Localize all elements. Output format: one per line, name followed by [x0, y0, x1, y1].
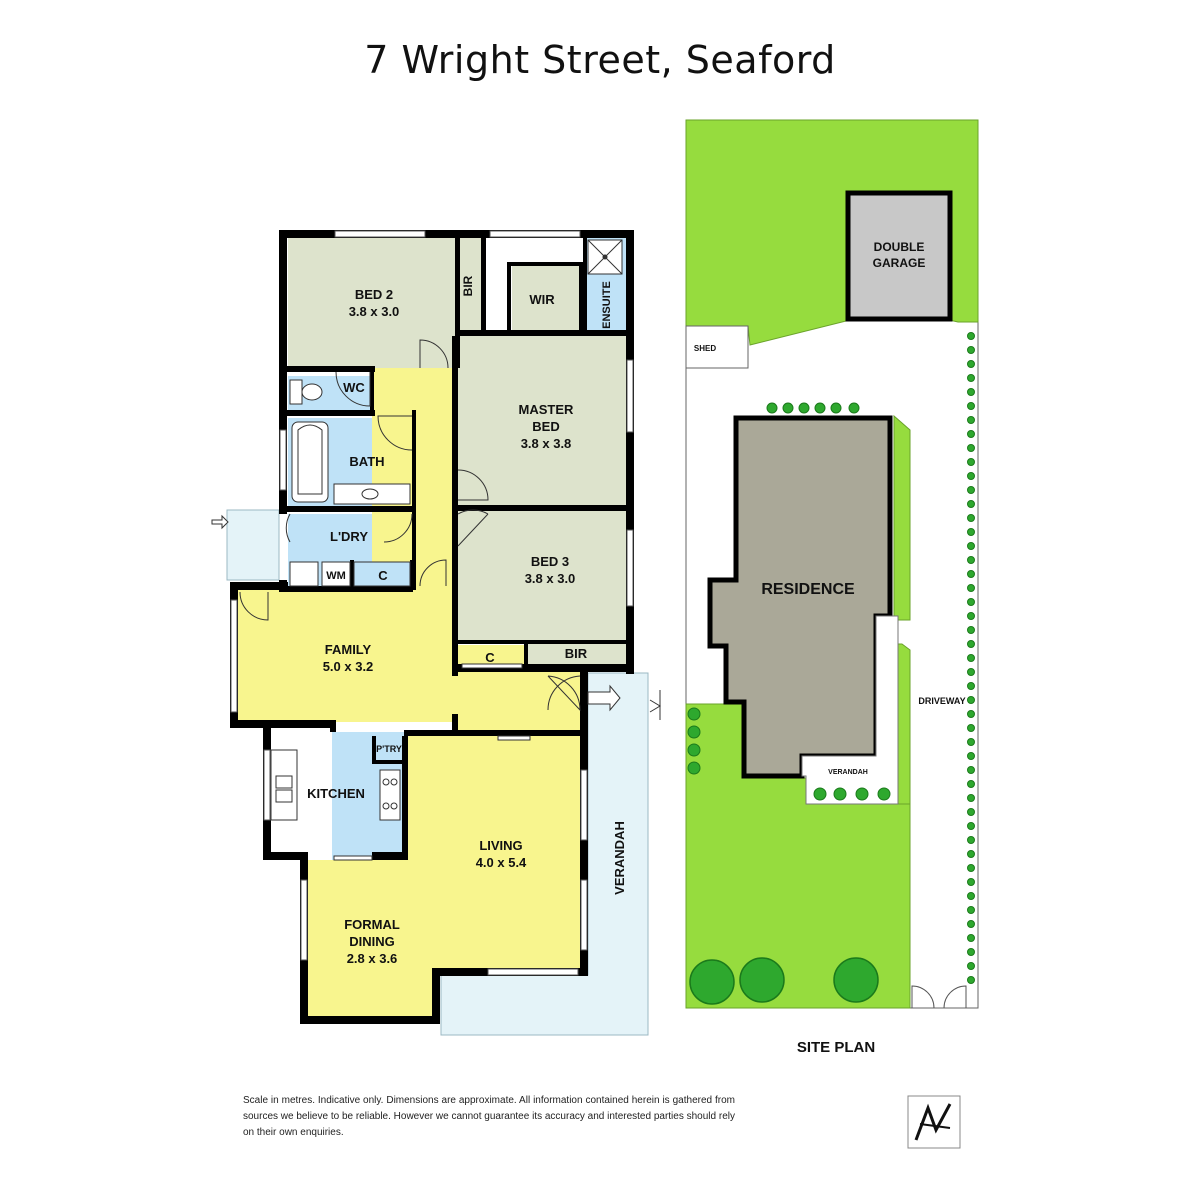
windows: [230, 230, 634, 976]
bed2-label: BED 2: [355, 287, 393, 302]
bir-top-label: BIR: [461, 275, 475, 296]
dining-label-1: FORMAL: [344, 917, 400, 932]
shrubs: [687, 402, 891, 801]
front-gates: [911, 985, 967, 1009]
site-plan: DOUBLE GARAGE SHED RESIDENCE VERANDAH DR…: [685, 119, 979, 1056]
shed: [685, 325, 749, 369]
disclaimer-text: Scale in metres. Indicative only. Dimens…: [243, 1095, 735, 1138]
dining-label-2: DINING: [349, 934, 395, 949]
vanity: [333, 483, 411, 505]
wm-label: WM: [326, 570, 346, 582]
fixtures: [270, 239, 623, 861]
bir-top-fill: [458, 238, 482, 330]
wir-label: WIR: [529, 292, 555, 307]
side-lawn: [893, 414, 911, 621]
family-fill: [238, 590, 580, 732]
family-label: FAMILY: [325, 642, 372, 657]
shed-label: SHED: [694, 344, 716, 353]
master-label-2: BED: [532, 419, 559, 434]
site-verandah: [801, 615, 899, 805]
garage-label-2: GARAGE: [873, 256, 926, 270]
wc-label: WC: [343, 380, 365, 395]
double-garage: [845, 190, 953, 322]
laundry-tub: [289, 561, 319, 587]
living-label: LIVING: [479, 838, 522, 853]
site-verandah-label: VERANDAH: [828, 769, 868, 776]
master-dims: 3.8 x 3.8: [521, 436, 572, 451]
bed3-dims: 3.8 x 3.0: [525, 571, 576, 586]
room-labels: BED 2 3.8 x 3.0 BIR WIR ENSUITE MASTER B…: [307, 275, 627, 966]
garage-label-1: DOUBLE: [874, 240, 925, 254]
bed2-dims: 3.8 x 3.0: [349, 304, 400, 319]
trees: [689, 957, 879, 1005]
master-fill: [458, 335, 626, 507]
washing-machine: [321, 561, 351, 587]
north-compass-icon: [907, 1095, 961, 1149]
dining-dims: 2.8 x 3.6: [347, 951, 398, 966]
residence-label: RESIDENCE: [761, 581, 855, 598]
doors: [211, 339, 661, 720]
bed3-label: BED 3: [531, 554, 569, 569]
toilet: [289, 379, 303, 405]
master-label-1: MASTER: [519, 402, 575, 417]
laundry-cupboard: [353, 561, 411, 587]
bed2-fill: [288, 238, 458, 368]
site-plan-label: SITE PLAN: [797, 1039, 875, 1056]
kitchen-bench: [270, 749, 298, 821]
bath-label: BATH: [349, 454, 384, 469]
living-dining-fill: [308, 734, 582, 1018]
bed3-fill: [458, 510, 626, 642]
c-hall-label: C: [485, 650, 495, 665]
living-dims: 4.0 x 5.4: [476, 855, 527, 870]
kitchen-label: KITCHEN: [307, 786, 365, 801]
driveway-label: DRIVEWAY: [918, 696, 965, 706]
wir-fill: [512, 264, 582, 334]
side-porch: [226, 509, 280, 581]
bir-bed3-label: BIR: [565, 646, 588, 661]
ensuite-label: ENSUITE: [601, 281, 613, 329]
c-laundry-label: C: [378, 568, 388, 583]
pantry-label: P'TRY: [376, 744, 402, 754]
pantry-fill: [374, 736, 404, 762]
page-title: 7 Wright Street, Seaford: [364, 38, 836, 82]
verandah-label: VERANDAH: [612, 821, 627, 895]
family-dims: 5.0 x 3.2: [323, 659, 374, 674]
boundary-hedge: [967, 332, 975, 984]
laundry-label: L'DRY: [330, 529, 368, 544]
bir-bed3-fill: [526, 642, 626, 664]
cooktop: [379, 769, 401, 821]
